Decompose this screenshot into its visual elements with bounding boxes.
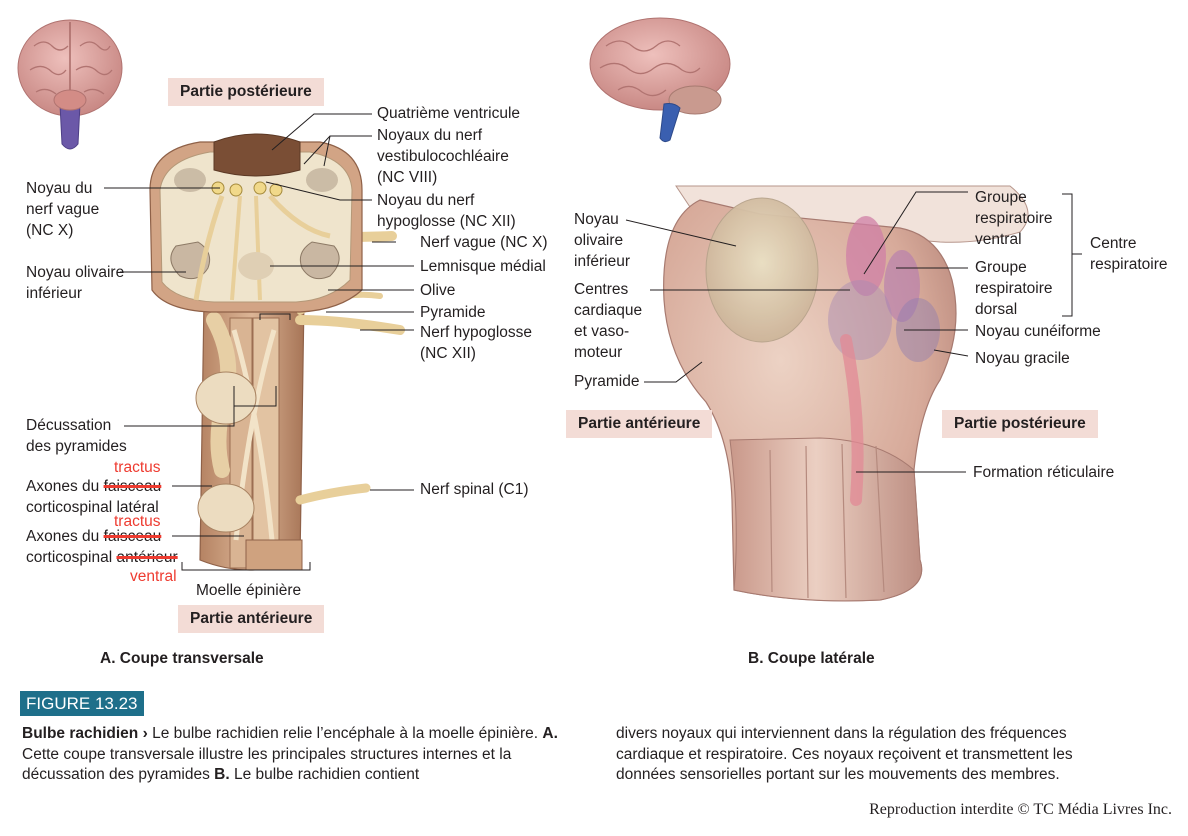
label-noyau-olivaire-b-1: Noyau [574, 211, 619, 228]
label-centres-1: Centres [574, 281, 629, 298]
label-groupe-ventral-3: ventral [975, 231, 1022, 248]
caption-separator-icon: › [142, 725, 148, 742]
tag-anterior-a: Partie antérieure [178, 605, 325, 633]
label-centres-2: cardiaque [574, 302, 643, 319]
struck-faisceau-1: faisceau [103, 478, 162, 495]
label-noyau-hypoglosse-2: hypoglosse (NC XII) [377, 213, 516, 230]
label-noyau-olivaire-b-3: inférieur [574, 253, 630, 270]
label-centres-4: moteur [574, 344, 623, 361]
struck-anterieur: antérieur [116, 549, 178, 566]
label-noyaux-vestibulo-2: vestibulocochléaire [377, 148, 509, 165]
label-decussation-1: Décussation [26, 417, 112, 434]
label-groupe-dorsal-1: Groupe [975, 259, 1027, 276]
label-groupe-dorsal-2: respiratoire [975, 280, 1053, 297]
label-olive: Olive [420, 282, 456, 299]
label-axones-anterieur-1: Axones du faisceau [26, 528, 162, 545]
tag-posterior-b: Partie postérieure [942, 410, 1098, 438]
label-groupe-dorsal-3: dorsal [975, 301, 1018, 318]
panel-b-illustration [663, 185, 1029, 602]
label-noyau-vague-1: Noyau du [26, 180, 93, 197]
label-noyau-hypoglosse-1: Noyau du nerf [377, 192, 475, 209]
label-lemnisque: Lemnisque médial [420, 258, 546, 275]
label-nerf-hypoglosse-1: Nerf hypoglosse [420, 324, 533, 341]
label-noyaux-vestibulo-1: Noyaux du nerf [377, 127, 483, 144]
correction-tractus-2: tractus [114, 513, 161, 530]
label-moelle: Moelle épinière [196, 582, 302, 599]
label-axones-lateral-2: corticospinal latéral [26, 499, 159, 516]
label-formation-reticulaire: Formation réticulaire [973, 464, 1115, 481]
label-noyau-vague-2: nerf vague [26, 201, 100, 218]
label-noyaux-vestibulo-3: (NC VIII) [377, 169, 438, 186]
correction-tractus-1: tractus [114, 459, 161, 476]
brain-icon-a [17, 19, 123, 150]
label-noyau-olivaire-a-1: Noyau olivaire [26, 264, 125, 281]
label-nerf-spinal: Nerf spinal (C1) [420, 481, 529, 498]
label-decussation-2: des pyramides [26, 438, 127, 455]
label-quatrieme-ventricule: Quatrième ventricule [377, 105, 521, 122]
label-noyau-olivaire-a-2: inférieur [26, 285, 82, 302]
label-centre-resp-2: respiratoire [1090, 256, 1168, 273]
label-pyramide-a: Pyramide [420, 304, 486, 321]
caption-title: Bulbe rachidien [22, 725, 139, 742]
label-axones-anterieur-2: corticospinal antérieur [26, 549, 178, 566]
panel-a-leader-lines [104, 113, 414, 571]
label-pyramide-b: Pyramide [574, 373, 640, 390]
tag-anterior-b: Partie antérieure [566, 410, 713, 438]
brain-icon-b [589, 17, 731, 143]
panel-b-leader-lines [625, 191, 1082, 473]
label-groupe-ventral-2: respiratoire [975, 210, 1053, 227]
label-centre-resp-1: Centre [1090, 235, 1137, 252]
label-nerf-vague: Nerf vague (NC X) [420, 234, 548, 251]
label-axones-lateral-1: Axones du faisceau [26, 478, 162, 495]
label-noyau-cuneiforme: Noyau cunéiforme [975, 323, 1101, 340]
caption-col-1: Bulbe rachidien › Le bulbe rachidien rel… [22, 725, 558, 783]
label-noyau-vague-3: (NC X) [26, 222, 74, 239]
correction-ventral: ventral [130, 568, 177, 585]
label-centres-3: et vaso- [574, 323, 630, 340]
panel-b-title: B. Coupe latérale [748, 650, 875, 667]
label-noyau-gracile: Noyau gracile [975, 350, 1070, 367]
panel-a-title: A. Coupe transversale [100, 650, 264, 667]
tag-posterior-a: Partie postérieure [168, 78, 324, 106]
struck-faisceau-2: faisceau [103, 528, 162, 545]
figure-number-badge: FIGURE 13.23 [20, 691, 144, 716]
copyright-credit: Reproduction interdite © TC Média Livres… [869, 801, 1172, 818]
caption-col-2: divers noyaux qui interviennent dans la … [616, 725, 1073, 783]
label-noyau-olivaire-b-2: olivaire [574, 232, 624, 249]
label-groupe-ventral-1: Groupe [975, 189, 1027, 206]
panel-a-illustration [149, 133, 405, 571]
label-nerf-hypoglosse-2: (NC XII) [420, 345, 476, 362]
